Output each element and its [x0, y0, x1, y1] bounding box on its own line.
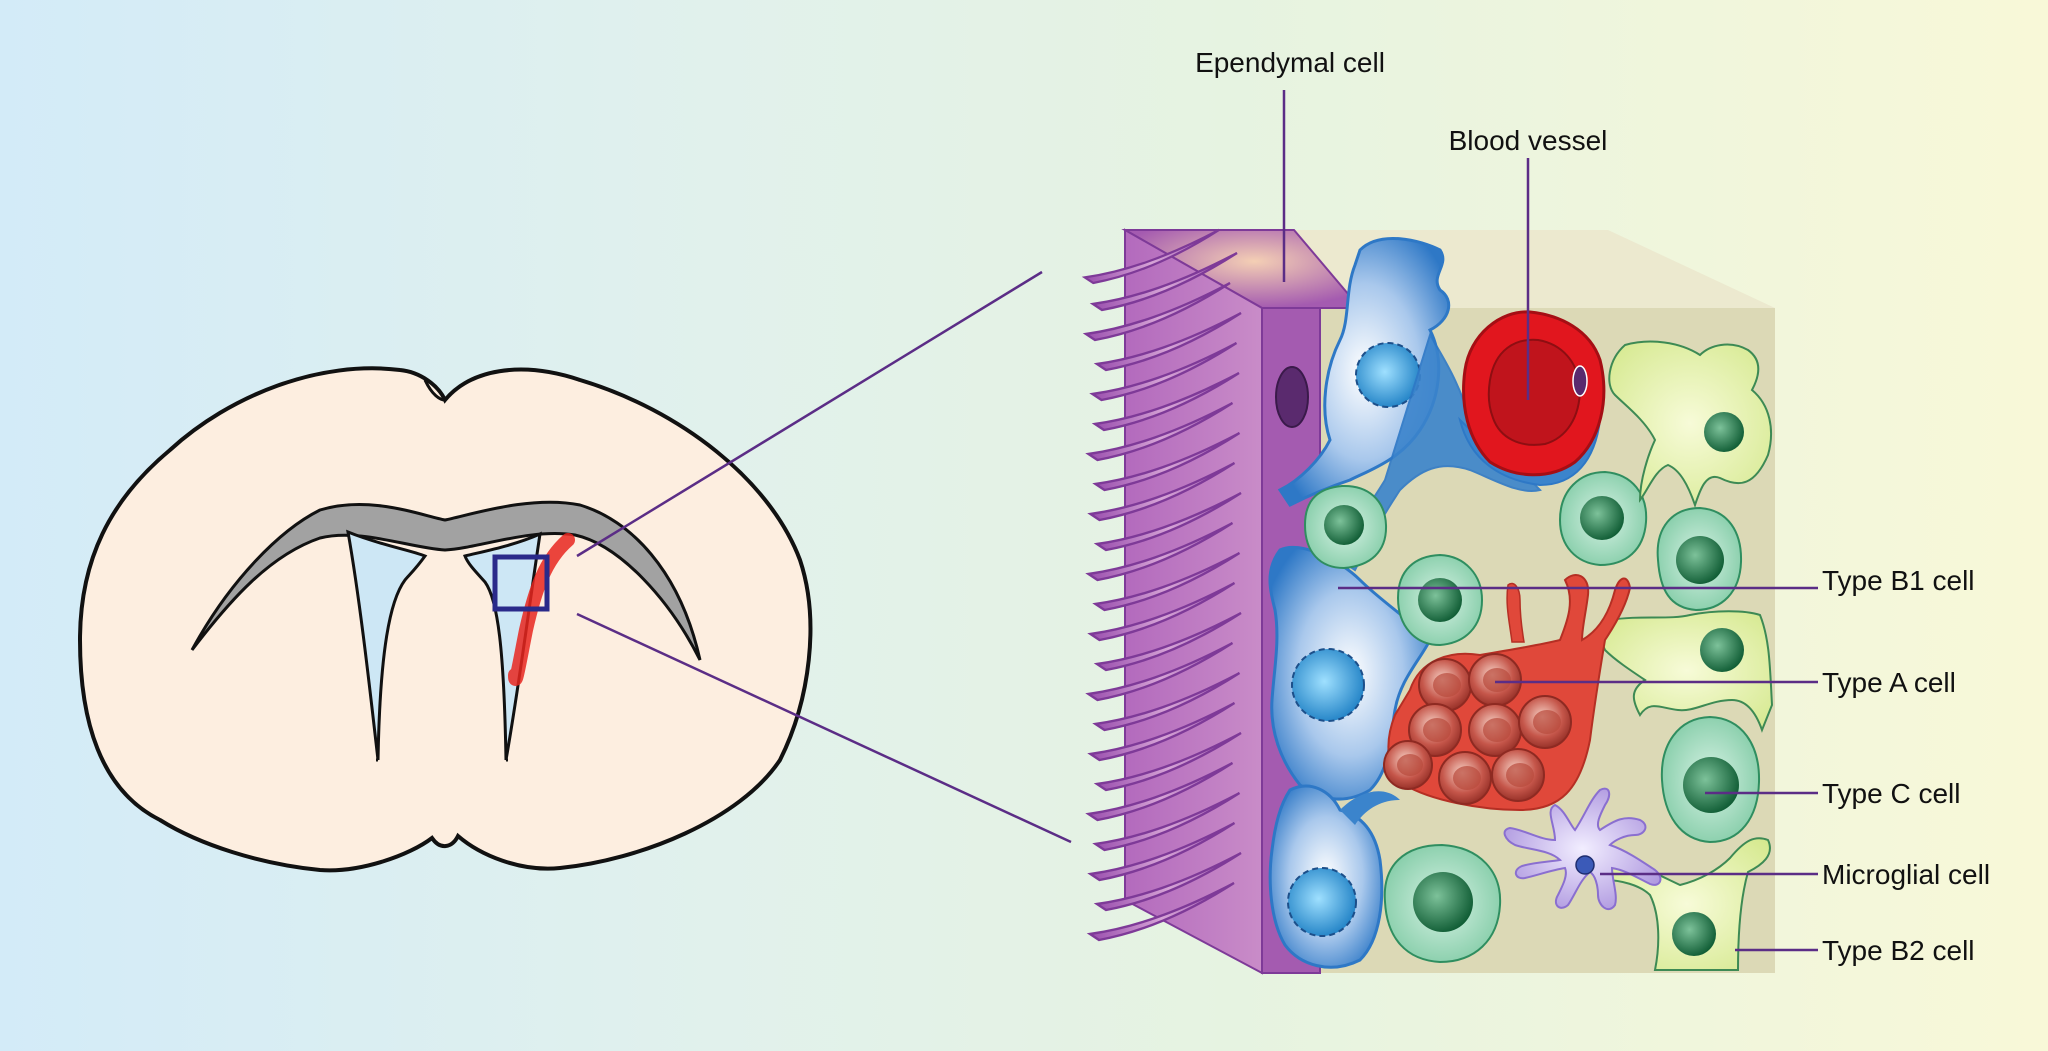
type-a-cell — [1468, 703, 1522, 757]
type-a-cells — [1383, 574, 1632, 812]
type-b1-nucleus-bottom — [1287, 867, 1357, 937]
type-b2-nucleus-middle — [1700, 628, 1744, 672]
label-microglial-text: Microglial cell — [1822, 859, 1990, 890]
label-microglial: Microglial cell — [1600, 859, 1990, 890]
type-c-cell — [1558, 470, 1648, 567]
label-type-b1-text: Type B1 cell — [1822, 565, 1975, 596]
zoom-line-bottom — [576, 612, 1072, 844]
type-c-cell — [1383, 843, 1502, 964]
label-type-c: Type C cell — [1705, 778, 1961, 809]
ependymal-nucleus — [1275, 366, 1309, 428]
type-b1-nucleus-middle — [1291, 648, 1365, 722]
type-c-cell — [1660, 715, 1761, 844]
brain-section — [77, 366, 813, 873]
type-b2-cell-top — [1608, 340, 1772, 509]
type-c-cell — [1396, 553, 1484, 647]
type-a-cell — [1383, 740, 1433, 790]
zoom-box — [492, 554, 550, 612]
blood-vessel-lumen — [1487, 338, 1582, 446]
label-blood-vessel: Blood vessel — [1449, 125, 1608, 400]
label-ependymal-text: Ependymal cell — [1195, 47, 1385, 78]
type-b1-process-bottom — [1340, 791, 1400, 825]
microglial-cell — [1503, 787, 1662, 911]
type-a-cell — [1408, 703, 1462, 757]
label-type-a-text: Type A cell — [1822, 667, 1956, 698]
label-type-b1: Type B1 cell — [1338, 565, 1975, 596]
type-a-cell — [1438, 751, 1492, 805]
label-type-a: Type A cell — [1495, 667, 1956, 698]
blood-vessel — [1462, 310, 1606, 477]
lateral-ventricle-left — [346, 529, 428, 761]
brain-midline-notch — [423, 379, 446, 402]
microglial-nucleus — [1575, 855, 1595, 875]
label-blood-vessel-text: Blood vessel — [1449, 125, 1608, 156]
label-type-c-text: Type C cell — [1822, 778, 1961, 809]
zoom-line-top — [576, 270, 1043, 558]
type-a-cell — [1491, 748, 1545, 802]
label-type-b2-text: Type B2 cell — [1822, 935, 1975, 966]
type-c-cell — [1303, 484, 1388, 570]
type-c-cell — [1656, 506, 1743, 612]
type-a-cell — [1418, 658, 1472, 712]
type-a-cell — [1468, 653, 1522, 707]
label-type-b2: Type B2 cell — [1735, 935, 1975, 966]
type-b2-nucleus-bottom — [1672, 912, 1716, 956]
label-ependymal: Ependymal cell — [1195, 47, 1385, 282]
type-b2-nucleus-top — [1704, 412, 1744, 452]
brain-outline — [77, 366, 813, 873]
endothelial-nucleus — [1572, 365, 1588, 397]
microglial-cell-body — [1503, 787, 1662, 911]
type-b1-cells — [1268, 236, 1601, 969]
type-a-cell — [1518, 695, 1572, 749]
rostral-migratory-stream — [508, 533, 575, 686]
lateral-ventricle-right — [462, 531, 542, 761]
type-c-cells — [1303, 470, 1761, 964]
type-b2-cells — [1600, 340, 1774, 971]
